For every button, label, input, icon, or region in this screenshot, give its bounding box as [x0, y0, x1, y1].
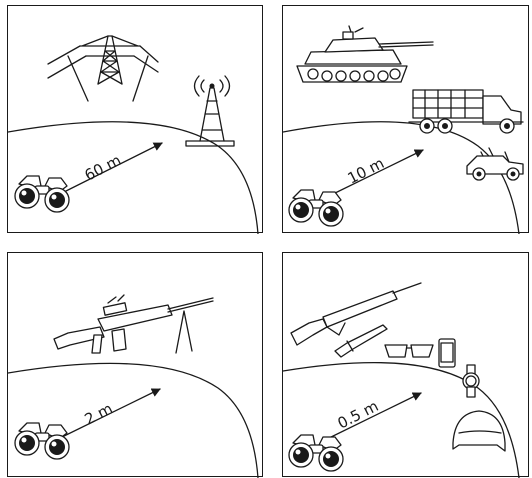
binoculars-icon: [289, 190, 343, 226]
panel-0-5m: 0.5 m: [282, 252, 529, 477]
range-arc: [8, 122, 258, 234]
distance-label: 10 m: [345, 154, 387, 188]
radio-tower-icon: [186, 76, 234, 146]
tank-icon: [297, 26, 433, 82]
power-pylon-icon: [48, 36, 158, 101]
binoculars-icon: [15, 423, 69, 459]
panel-60m: 60 m: [7, 5, 263, 233]
range-arc: [8, 363, 258, 478]
helmet-icon: [453, 411, 505, 451]
knife-icon: [335, 325, 387, 357]
wristwatch-icon: [463, 365, 479, 397]
smartphone-icon: [439, 339, 455, 367]
distance-label: 2 m: [82, 399, 116, 428]
distance-label: 60 m: [82, 151, 124, 185]
binoculars-icon: [15, 176, 69, 212]
binoculars-icon: [289, 435, 343, 471]
rifle-icon: [291, 283, 421, 345]
machine-gun-icon: [54, 295, 213, 353]
truck-icon: [409, 90, 523, 133]
panel-10m: 10 m: [282, 5, 529, 233]
glasses-icon: [385, 345, 433, 357]
panel-2m: 2 m: [7, 252, 263, 477]
jeep-icon: [467, 148, 523, 180]
distance-label: 0.5 m: [335, 397, 382, 433]
